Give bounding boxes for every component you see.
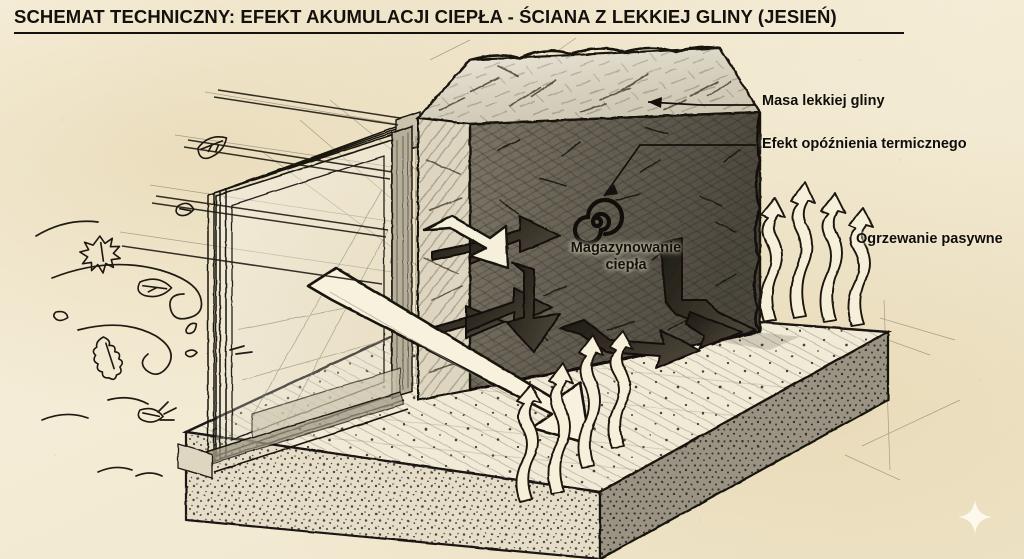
storage-label-line1: Magazynowanie [570, 240, 682, 256]
title-block: SCHEMAT TECHNICZNY: EFEKT AKUMULACJI CIE… [14, 6, 904, 34]
falling-autumn-leaves [52, 135, 228, 423]
callout-label-thermal-lag: Efekt opóźnienia termicznego [762, 136, 967, 152]
rising-heat-waves-front [515, 330, 634, 503]
callout-label-mass: Masa lekkiej gliny [762, 93, 885, 109]
title-underline [14, 31, 904, 34]
callout-label-passive-heating: Ogrzewanie pasywne [856, 231, 1003, 247]
four-point-star-sparkle-icon [958, 500, 992, 534]
callout-leaders [603, 97, 756, 197]
sunlight-arrow-secondary [422, 214, 510, 270]
page-title: SCHEMAT TECHNICZNY: EFEKT AKUMULACJI CIE… [14, 6, 837, 27]
spiral-thermal-storage-icon [572, 197, 625, 246]
wind-swirls [35, 220, 253, 477]
storage-label-line2: ciepła [605, 257, 647, 274]
rising-heat-waves-right [759, 181, 874, 327]
storage-label: Magazynowanie ciepła [556, 240, 696, 274]
sun-rays [121, 89, 401, 285]
